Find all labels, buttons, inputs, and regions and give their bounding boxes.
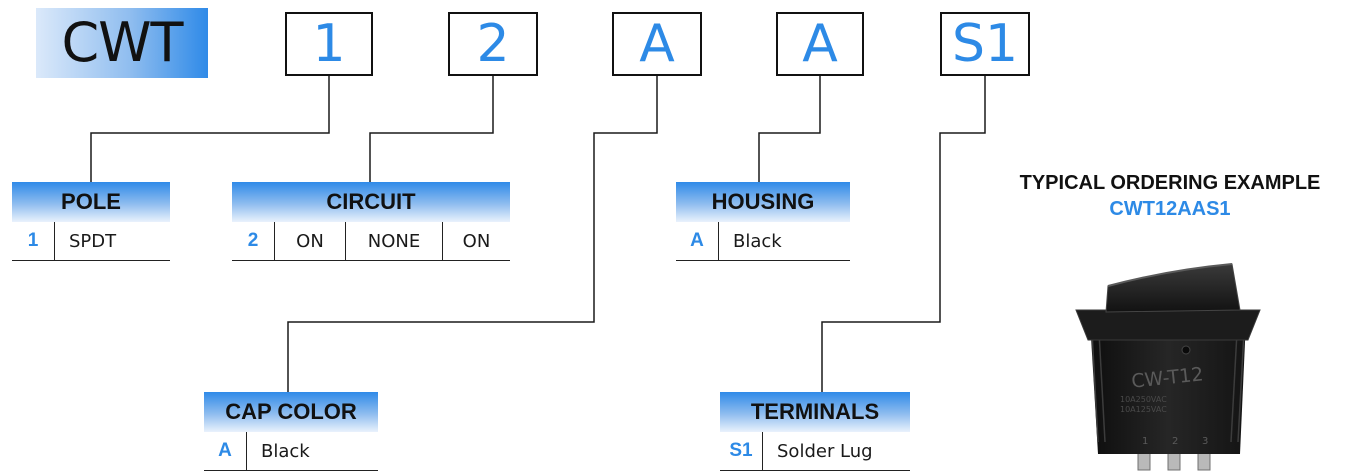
code-box-cap-color: A bbox=[612, 12, 702, 76]
terminals-option: TERMINALS S1 Solder Lug bbox=[720, 392, 910, 471]
circuit-value-3: ON bbox=[442, 222, 510, 260]
series-label: CWT bbox=[61, 11, 183, 74]
ordering-example-title: TYPICAL ORDERING EXAMPLE bbox=[1019, 172, 1321, 194]
housing-option: HOUSING A Black bbox=[676, 182, 850, 261]
cap-color-row: A Black bbox=[204, 432, 378, 471]
pole-code: 1 bbox=[12, 222, 55, 260]
rocker-switch-image: CW-T12 10A250VAC 10A125VAC 1 2 3 bbox=[1075, 263, 1261, 471]
switch-rating-2: 10A125VAC bbox=[1120, 405, 1167, 414]
ordering-example-code: CWT12AAS1 bbox=[1109, 198, 1231, 220]
circuit-row: 2 ON NONE ON bbox=[232, 222, 510, 261]
connector-circuit bbox=[369, 76, 494, 182]
circuit-code: 2 bbox=[232, 222, 275, 260]
code-box-terminals: S1 bbox=[940, 12, 1030, 76]
housing-value: Black bbox=[733, 230, 782, 252]
switch-terminal-2: 2 bbox=[1172, 436, 1178, 447]
circuit-option: CIRCUIT 2 ON NONE ON bbox=[232, 182, 510, 261]
switch-bezel bbox=[1075, 309, 1261, 341]
connector-cap-color bbox=[287, 76, 658, 392]
switch-terminal-1: 1 bbox=[1142, 436, 1148, 447]
pole-value: SPDT bbox=[69, 230, 117, 252]
circuit-value-1: ON bbox=[296, 230, 324, 252]
terminals-title: TERMINALS bbox=[720, 392, 910, 432]
pole-option: POLE 1 SPDT bbox=[12, 182, 170, 261]
terminals-code: S1 bbox=[720, 432, 763, 470]
circuit-title: CIRCUIT bbox=[232, 182, 510, 222]
cap-color-value: Black bbox=[261, 440, 310, 462]
switch-terminal-3: 3 bbox=[1202, 436, 1208, 447]
connector-terminals bbox=[821, 76, 986, 392]
code-box-pole: 1 bbox=[285, 12, 373, 76]
connector-housing bbox=[758, 76, 821, 182]
series-code: CWT bbox=[36, 8, 208, 78]
code-box-housing: A bbox=[776, 12, 864, 76]
circuit-value-2: NONE bbox=[345, 222, 442, 260]
terminals-value: Solder Lug bbox=[777, 440, 873, 462]
code-box-circuit: 2 bbox=[448, 12, 538, 76]
switch-body bbox=[1090, 320, 1246, 454]
pole-row: 1 SPDT bbox=[12, 222, 170, 261]
switch-rating-1: 10A250VAC bbox=[1120, 395, 1167, 404]
housing-row: A Black bbox=[676, 222, 850, 261]
housing-code: A bbox=[676, 222, 719, 260]
cap-color-option: CAP COLOR A Black bbox=[204, 392, 378, 471]
cap-color-code: A bbox=[204, 432, 247, 470]
terminals-row: S1 Solder Lug bbox=[720, 432, 910, 471]
housing-title: HOUSING bbox=[676, 182, 850, 222]
pole-title: POLE bbox=[12, 182, 170, 222]
ordering-example: TYPICAL ORDERING EXAMPLE CWT12AAS1 bbox=[1000, 170, 1340, 222]
connector-pole bbox=[90, 76, 330, 182]
cap-color-title: CAP COLOR bbox=[204, 392, 378, 432]
